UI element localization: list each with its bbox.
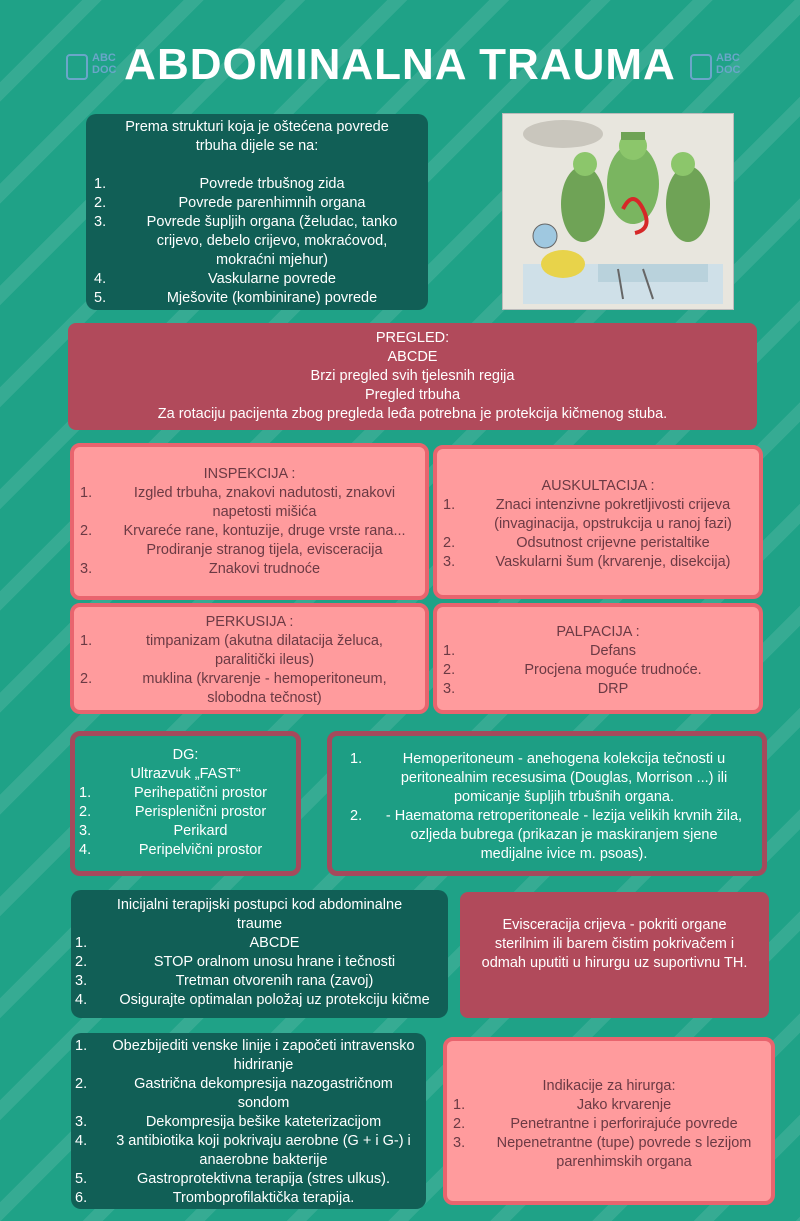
list-item: 3.Nepenetrantne (tupe) povrede s lezijom… <box>453 1135 752 1170</box>
list-item: 3.Perikard <box>79 823 228 839</box>
list-item: 3.Dekompresija bešike kateterizacijom <box>75 1114 382 1130</box>
list-item: 1.Jako krvarenje <box>453 1097 672 1113</box>
surgery-title: Indikacije za hirurga: <box>542 1078 676 1094</box>
list-item: 1.Defans <box>443 643 636 659</box>
dg-box: DG: Ultrazvuk „FAST“ 1.Perihepatični pro… <box>70 731 301 876</box>
list-item: 1.Izgled trbuha, znakovi nadutosti, znak… <box>80 485 396 520</box>
list-item: 4.Vaskularne povrede <box>94 271 336 287</box>
list-item: 5.Mješovite (kombinirane) povrede <box>94 290 378 306</box>
therapy-continued-box: 1.Obezbijediti venske linije i započeti … <box>71 1033 426 1209</box>
initial-therapy-box: Inicijalni terapijski postupci kod abdom… <box>71 890 448 1018</box>
list-item: 2.STOP oralnom unosu hrane i tečnosti <box>75 954 396 970</box>
list-item: 1.timpanizam (akutna dilatacija želuca, … <box>80 633 383 668</box>
structure-intro: Prema strukturi koja je oštećena povrede… <box>125 119 389 154</box>
pregled-box: PREGLED: ABCDE Brzi pregled svih tjelesn… <box>68 323 757 430</box>
perkusija-box: PERKUSIJA : 1.timpanizam (akutna dilatac… <box>70 603 429 714</box>
list-item: 2.Perisplenični prostor <box>79 804 267 820</box>
logo-text-1: ABC <box>716 52 740 64</box>
dg-list: 1.Perihepatični prostor 2.Perisplenični … <box>79 784 292 860</box>
palpacija-title: PALPACIJA : <box>556 624 640 640</box>
therapy-list: 1.ABCDE 2.STOP oralnom unosu hrane i teč… <box>75 934 444 1010</box>
palpacija-list: 1.Defans 2.Procjena moguće trudnoće. 3.D… <box>443 642 753 699</box>
list-item: 1.Hemoperitoneum - anehogena kolekcija t… <box>350 751 728 805</box>
auskultacija-box: AUSKULTACIJA : 1.Znaci intenzivne pokret… <box>433 445 763 599</box>
inspekcija-list: 1.Izgled trbuha, znakovi nadutosti, znak… <box>80 484 419 579</box>
list-item: 4.Peripelvični prostor <box>79 842 263 858</box>
list-item: 2.- Haematoma retroperitoneale - lezija … <box>350 808 743 862</box>
evisceration-text: Evisceracija crijeva - pokriti organe st… <box>481 917 748 971</box>
pregled-line: Za rotaciju pacijenta zbog pregleda leđa… <box>157 406 668 422</box>
surgery-indications-box: Indikacije za hirurga: 1.Jako krvarenje … <box>443 1037 775 1205</box>
list-item: 2.Povrede parenhimnih organa <box>94 195 366 211</box>
list-item: 1.Obezbijediti venske linije i započeti … <box>75 1038 415 1073</box>
list-item: 3.Znakovi trudnoće <box>80 561 321 577</box>
structure-list: 1.Povrede trbušnog zida 2.Povrede parenh… <box>94 175 420 308</box>
palpacija-box: PALPACIJA : 1.Defans 2.Procjena moguće t… <box>433 603 763 714</box>
stethoscope-icon <box>66 54 88 80</box>
auskultacija-title: AUSKULTACIJA : <box>541 478 655 494</box>
pregled-line: Pregled trbuha <box>364 387 461 403</box>
list-item: 2.Gastrična dekompresija nazogastričnom … <box>75 1076 393 1111</box>
injury-structure-box: Prema strukturi koja je oštećena povrede… <box>86 114 428 310</box>
list-item: 2.Odsutnost crijevne peristaltike <box>443 535 710 551</box>
therapy2-list: 1.Obezbijediti venske linije i započeti … <box>75 1037 422 1208</box>
stethoscope-icon <box>690 54 712 80</box>
list-item: 4.Osigurajte optimalan položaj uz protek… <box>75 992 430 1008</box>
findings-list: 1.Hemoperitoneum - anehogena kolekcija t… <box>350 750 748 864</box>
auskultacija-list: 1.Znaci intenzivne pokretljivosti crijev… <box>443 496 753 572</box>
list-item: 1.Znaci intenzivne pokretljivosti crijev… <box>443 497 732 532</box>
pregled-heading: PREGLED: <box>375 330 450 346</box>
list-item: 1.Perihepatični prostor <box>79 785 267 801</box>
logo-text-2: DOC <box>92 64 117 76</box>
list-item: 6.Tromboprofilaktička terapija. <box>75 1190 355 1206</box>
dg-title: DG: <box>172 747 199 763</box>
inspekcija-box: INSPEKCIJA : 1.Izgled trbuha, znakovi na… <box>70 443 429 600</box>
list-item: 1.Povrede trbušnog zida <box>94 176 345 192</box>
list-item: 3.DRP <box>443 681 629 697</box>
pregled-line: ABCDE <box>387 349 438 365</box>
pregled-line: Brzi pregled svih tjelesnih regija <box>310 368 515 384</box>
list-item: 3.Tretman otvorenih rana (zavoj) <box>75 973 374 989</box>
page-title: ABDOMINALNA TRAUMA <box>124 40 676 89</box>
list-item: 3.Povrede šupljih organa (želudac, tanko… <box>94 214 398 268</box>
list-item: 4.3 antibiotika koji pokrivaju aerobne (… <box>75 1133 411 1168</box>
list-item: 1.ABCDE <box>75 935 300 951</box>
inspekcija-title: INSPEKCIJA : <box>203 466 296 482</box>
logo-text-1: ABC <box>92 52 116 64</box>
list-item: 2.Penetrantne i perforirajuće povrede <box>453 1116 738 1132</box>
perkusija-title: PERKUSIJA : <box>205 614 294 630</box>
surgery-list: 1.Jako krvarenje 2.Penetrantne i perfori… <box>453 1096 765 1172</box>
list-item: 3.Vaskularni šum (krvarenje, disekcija) <box>443 554 731 570</box>
logo-text-2: DOC <box>716 64 741 76</box>
list-item: 2.Procjena moguće trudnoće. <box>443 662 702 678</box>
ultrasound-findings-box: 1.Hemoperitoneum - anehogena kolekcija t… <box>327 731 767 876</box>
dg-subtitle: Ultrazvuk „FAST“ <box>130 766 241 782</box>
list-item: 5.Gastroprotektivna terapija (stres ulku… <box>75 1171 391 1187</box>
perkusija-list: 1.timpanizam (akutna dilatacija želuca, … <box>80 632 419 708</box>
surgery-illustration <box>502 113 734 310</box>
therapy-title: Inicijalni terapijski postupci kod abdom… <box>116 897 403 932</box>
list-item: 2.Krvareće rane, kontuzije, druge vrste … <box>80 523 406 558</box>
list-item: 2.muklina (krvarenje - hemoperitoneum, s… <box>80 671 387 706</box>
evisceration-box: Evisceracija crijeva - pokriti organe st… <box>460 892 769 1018</box>
